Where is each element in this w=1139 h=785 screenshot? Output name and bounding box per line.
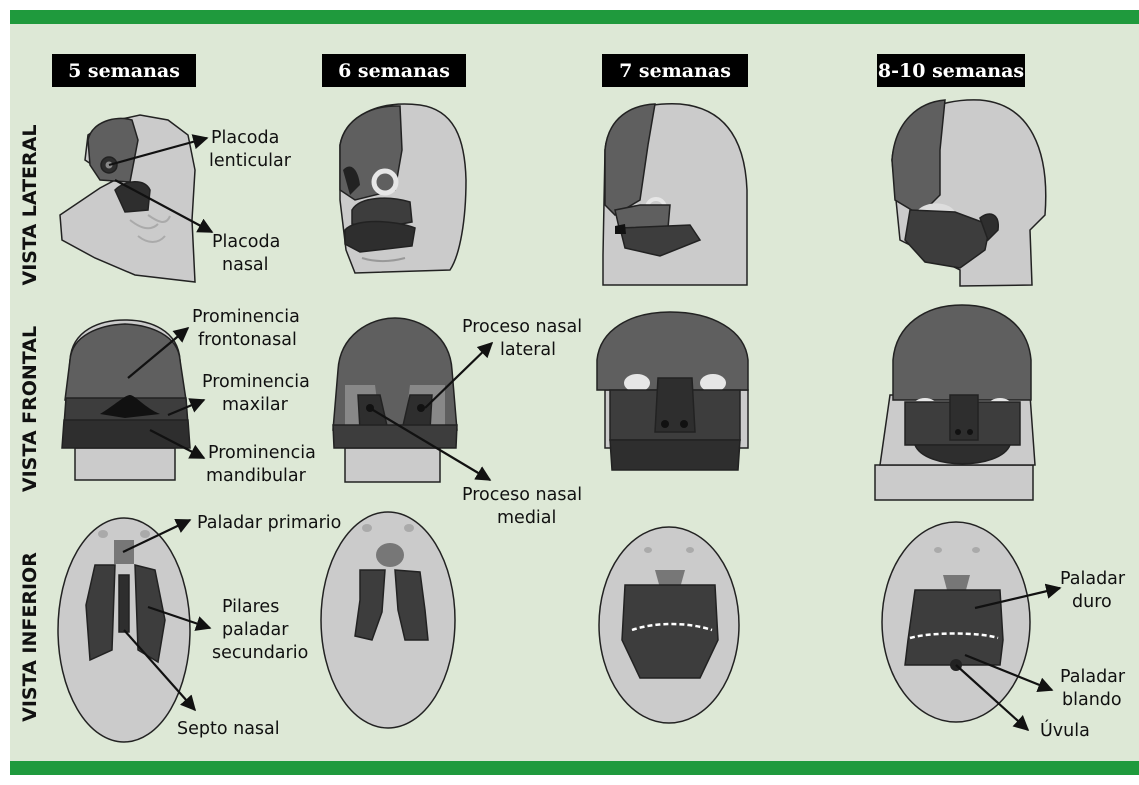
frontal-5-weeks xyxy=(62,320,190,480)
svg-text:Paladar primario: Paladar primario xyxy=(197,513,341,533)
frontal-8-10-weeks xyxy=(875,305,1035,500)
frontal-7-weeks xyxy=(597,312,748,470)
lateral-5-weeks xyxy=(60,115,195,282)
inferior-8-10-weeks xyxy=(882,522,1030,722)
inferior-6-weeks xyxy=(321,512,455,728)
lateral-7-weeks xyxy=(603,104,747,285)
label-septo-nasal: Septo nasal xyxy=(177,719,280,739)
label-paladar-primario: Paladar primario xyxy=(197,513,341,533)
label-uvula: Úvula xyxy=(1040,719,1090,741)
lateral-8-10-weeks xyxy=(892,100,1046,286)
frontal-6-weeks xyxy=(333,318,457,482)
lateral-6-weeks xyxy=(340,104,466,273)
svg-text:Úvula: Úvula xyxy=(1040,719,1090,741)
inferior-7-weeks xyxy=(599,527,739,723)
svg-text:Septo nasal: Septo nasal xyxy=(177,719,280,739)
